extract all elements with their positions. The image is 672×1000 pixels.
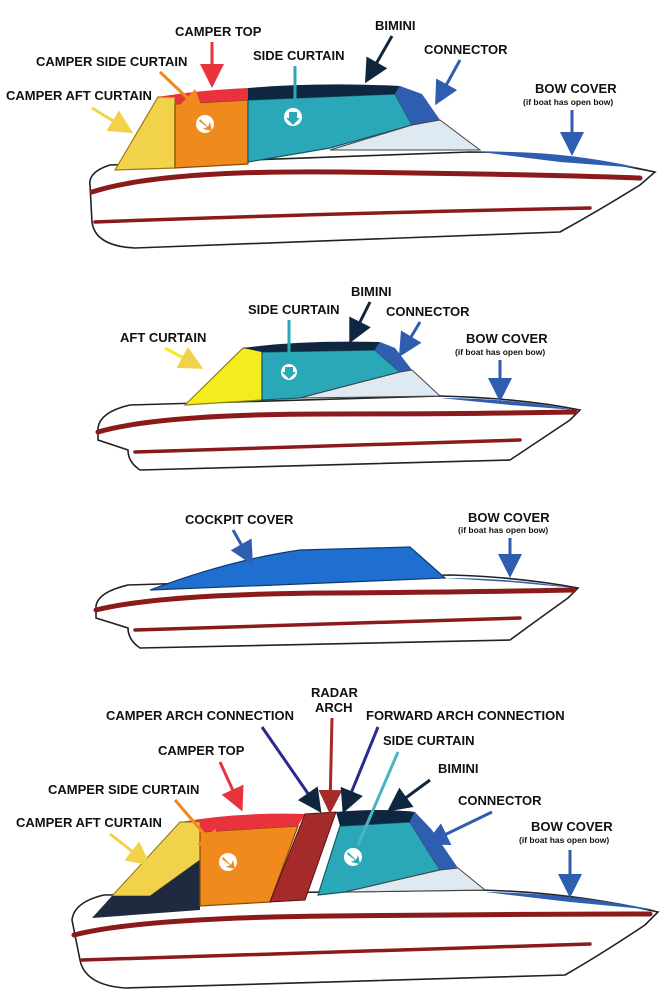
boat-1-hull-stripe <box>89 169 643 195</box>
boat-4-connector-arrow-icon <box>424 810 493 845</box>
boat-1-side-curtain-arrow-glyph-icon <box>286 112 300 125</box>
boat-4-side-curtain-pointer-icon <box>356 751 400 846</box>
boat-4-camper-side-curtain-arrow-icon <box>173 799 222 855</box>
boat-2-connector-label: CONNECTOR <box>386 304 470 319</box>
boat-2-bow-cover-note: (if boat has open bow) <box>455 347 545 357</box>
boat-2-bow-cover-label: BOW COVER <box>466 331 548 346</box>
boat-3-labels: COCKPIT COVER BOW COVER (if boat has ope… <box>185 510 550 578</box>
boat-4-arch-enclosure <box>71 810 660 989</box>
boat-1-camper-aft-curtain-label: CAMPER AFT CURTAIN <box>6 88 152 103</box>
boat-4-camper-arch-connection-label: CAMPER ARCH CONNECTION <box>106 708 294 723</box>
boat-2-connector-arrow-icon <box>398 321 422 358</box>
boat-1-windshield <box>329 119 482 151</box>
boat-4-forward-arch-connection-label: FORWARD ARCH CONNECTION <box>366 708 565 723</box>
boat-1-bow-cover <box>480 151 640 168</box>
boat-1-camper-enclosure <box>89 84 657 249</box>
boat-4-camper-aft-curtain-dark <box>92 860 200 918</box>
boat-1-labels: CAMPER TOP CAMPER SIDE CURTAIN CAMPER AF… <box>6 18 617 156</box>
boat-4-connector-label: CONNECTOR <box>458 793 542 808</box>
boat-4-camper-aft-curtain-arrow-icon <box>109 832 151 866</box>
boat-2-aft-curtain <box>183 347 263 406</box>
boat-1-camper-aft-curtain <box>113 96 176 171</box>
boat-2-bimini-enclosure <box>95 341 582 471</box>
boat-1-bimini-label: BIMINI <box>375 18 415 33</box>
boat-1-bow-cover-label: BOW COVER <box>535 81 617 96</box>
boat-4-camper-aft-curtain-label: CAMPER AFT CURTAIN <box>16 815 162 830</box>
boat-4-camper-top-label: CAMPER TOP <box>158 743 245 758</box>
boat-4-windshield <box>344 867 487 893</box>
boat-1-hull-stripe-lower <box>93 206 592 224</box>
boat-1-camper-top-label: CAMPER TOP <box>175 24 262 39</box>
boat-1-connector-arrow-icon <box>435 59 462 106</box>
boat-2-hull-stripe <box>95 409 578 435</box>
boat-4-side-curtain-label: SIDE CURTAIN <box>383 733 474 748</box>
boat-1-bimini-arrow-icon <box>365 35 394 84</box>
boat-3-bow-cover-label: BOW COVER <box>468 510 550 525</box>
boat-4-bow-cover <box>485 892 655 910</box>
boat-2-aft-curtain-label: AFT CURTAIN <box>120 330 206 345</box>
boat-2-bimini-label: BIMINI <box>351 284 391 299</box>
boat-2-bow-cover <box>440 398 575 410</box>
boat-1-camper-side-arrow-glyph-icon <box>199 119 212 131</box>
boat-2-hull-stripe-lower <box>133 438 522 454</box>
boat-4-radar-label-line1: RADAR <box>311 685 359 700</box>
boat-3-cockpit-cover <box>93 546 580 649</box>
boat-2-labels: BIMINI SIDE CURTAIN CONNECTOR AFT CURTAI… <box>120 284 548 402</box>
boat-1-side-curtain <box>247 93 413 163</box>
boat-1-camper-side-curtain-label: CAMPER SIDE CURTAIN <box>36 54 187 69</box>
boat-4-camper-top-arrow-icon <box>218 761 244 812</box>
boat-1-camper-aft-curtain-arrow-icon <box>91 106 134 134</box>
boat-1-bow-cover-note: (if boat has open bow) <box>523 97 613 107</box>
boat-4-bimini-arrow-icon <box>387 778 431 812</box>
boat-4-bimini <box>336 810 415 826</box>
boat-4-forward-arch-connection-arrow-icon <box>340 726 380 814</box>
boat-1-bimini <box>248 84 400 100</box>
boat-4-labels: RADAR ARCH CAMPER ARCH CONNECTION FORWAR… <box>16 685 613 898</box>
boat-2-aft-curtain-arrow-icon <box>164 346 204 369</box>
boat-3-hull-stripe-lower <box>133 616 522 632</box>
boat-1-connector <box>395 86 440 125</box>
boat-4-camper-side-curtain-label: CAMPER SIDE CURTAIN <box>48 782 199 797</box>
boat-4-hull-stripe-lower <box>80 942 592 962</box>
boat-4-bow-cover-note: (if boat has open bow) <box>519 835 609 845</box>
boat-3-bow-cover-note: (if boat has open bow) <box>458 525 548 535</box>
boat-2-bimini-arrow-icon <box>349 301 372 344</box>
boat-2-side-curtain-arrow-glyph-icon <box>282 367 296 379</box>
boat-4-hull-stripe <box>71 911 653 938</box>
boat-1-side-curtain-label: SIDE CURTAIN <box>253 48 344 63</box>
boat-3-cockpit-cover-label: COCKPIT COVER <box>185 512 294 527</box>
boat-3-cockpit-cover-arrow-icon <box>230 529 253 566</box>
boat-4-radar-label-line2: ARCH <box>315 700 353 715</box>
boat-1-camper-side-curtain <box>174 99 249 169</box>
boat-4-camper-top <box>180 813 305 832</box>
boat-4-bimini-label: BIMINI <box>438 761 478 776</box>
boat-4-camper-side-arrow-glyph-icon <box>222 857 235 869</box>
boat-2-bimini <box>243 341 380 352</box>
boat-4-radar-arch-arrow-icon <box>318 717 343 814</box>
boat-4-bow-cover-label: BOW COVER <box>531 819 613 834</box>
boat-2-hull <box>97 395 582 471</box>
boat-1-connector-label: CONNECTOR <box>424 42 508 57</box>
boat-4-side-curtain-arrow-glyph-icon <box>347 852 360 864</box>
boat-4-camper-arch-connection-arrow-icon <box>260 726 322 813</box>
boat-3-hull-stripe <box>93 587 577 613</box>
boat-2-connector <box>375 342 412 372</box>
boat-1-camper-side-curtain-arrow-icon <box>158 70 205 115</box>
boat-2-windshield <box>299 369 442 399</box>
boat-2-side-curtain-label: SIDE CURTAIN <box>248 302 339 317</box>
